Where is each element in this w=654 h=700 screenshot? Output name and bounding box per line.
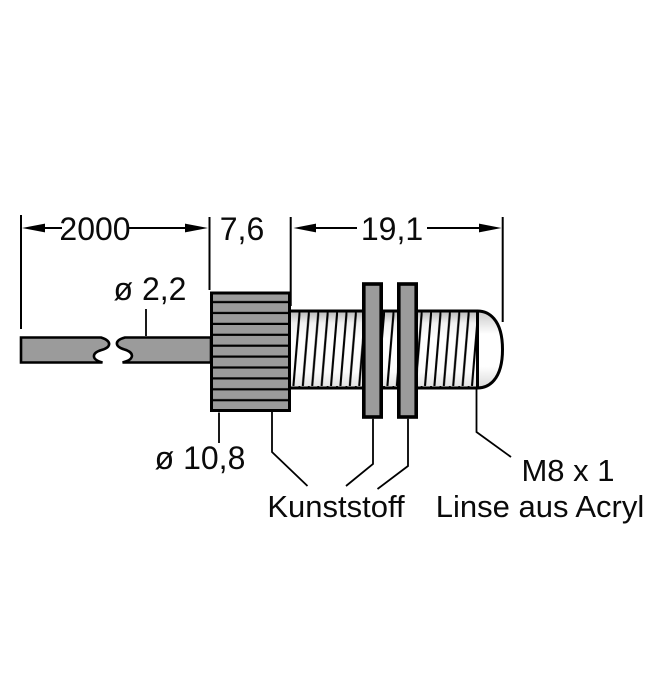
thread-hatch bbox=[291, 312, 478, 387]
lens-dome bbox=[476, 309, 504, 390]
cable-right-segment bbox=[115, 336, 213, 364]
callout-housing-material: Kunststoff bbox=[267, 411, 409, 524]
cable bbox=[19, 336, 213, 364]
arrowhead-left-icon bbox=[22, 223, 45, 233]
dimension-body-length: 7,6 bbox=[220, 211, 264, 247]
callout-lens-material: Linse aus Acryl bbox=[436, 489, 645, 524]
body-diameter-label: ø 10,8 bbox=[155, 440, 246, 476]
lens-material-label: Linse aus Acryl bbox=[436, 489, 645, 524]
cable-diameter-label: ø 2,2 bbox=[114, 271, 187, 307]
knurled-body bbox=[210, 291, 291, 412]
leader-line bbox=[376, 418, 409, 490]
threaded-barrel bbox=[289, 309, 478, 390]
dimension-barrel-length: 19,1 bbox=[293, 211, 502, 247]
arrowhead-right-icon bbox=[479, 223, 502, 233]
leader-line bbox=[271, 411, 309, 487]
mounting-nut-2 bbox=[396, 282, 418, 419]
callout-cable-diameter: ø 2,2 bbox=[114, 271, 187, 336]
dimension-label-barrel-length: 19,1 bbox=[361, 211, 423, 247]
callout-thread-spec: M8 x 1 bbox=[475, 389, 615, 488]
knurl-stripes bbox=[213, 294, 288, 409]
dimension-label-cable-length: 2000 bbox=[59, 211, 130, 247]
housing-material-label: Kunststoff bbox=[267, 489, 405, 524]
arrowhead-right-icon bbox=[185, 223, 208, 233]
dimension-label-body-length: 7,6 bbox=[220, 211, 264, 247]
leader-line bbox=[475, 389, 512, 458]
mounting-nuts bbox=[361, 282, 418, 419]
cable-left-segment bbox=[19, 336, 111, 364]
leader-line bbox=[345, 418, 374, 487]
arrowhead-left-icon bbox=[293, 223, 316, 233]
thread-spec-label: M8 x 1 bbox=[521, 453, 614, 488]
mounting-nut-1 bbox=[361, 282, 383, 419]
extension-lines bbox=[20, 215, 504, 329]
callout-body-diameter: ø 10,8 bbox=[155, 412, 246, 476]
dimension-cable-length: 2000 bbox=[22, 211, 208, 247]
